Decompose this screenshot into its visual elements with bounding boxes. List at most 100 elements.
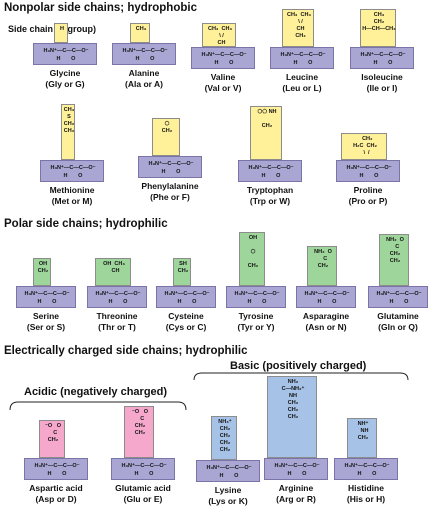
- amino-acid-abbreviation: (Ala or A): [125, 79, 163, 89]
- side-chain-box: CH₃: [130, 23, 150, 43]
- side-chain-box: CH₃ CH₂ H—CH—CH₃: [360, 9, 396, 47]
- amino-acid-abbreviation: (Ser or S): [26, 322, 66, 332]
- side-chain-box: CH₂ H₂C CH₂ \ /: [341, 133, 387, 160]
- amino-acid-name: Aspartic acid: [29, 483, 83, 493]
- side-chain-formula: ⬡⬠ NH CH₂: [257, 109, 277, 129]
- side-chain-formula: OH ⬡ CH₂: [247, 235, 259, 269]
- backbone-box: H₃N⁺—C—C—O⁻ H O: [296, 286, 356, 308]
- amino-acid-abbreviation: (Met or M): [51, 196, 93, 206]
- acidic-group-label: Acidic (negatively charged): [24, 386, 168, 398]
- backbone-formula: H₃N⁺—C—C—O⁻H O: [335, 462, 399, 478]
- backbone-formula: H₃N⁺—C—C—O⁻H O: [34, 47, 98, 63]
- side-chain-formula: CH₃ CH₃ \ / CH CH₂: [286, 12, 312, 39]
- backbone-box: H₃N⁺—C—C—O⁻ H O: [336, 160, 400, 182]
- backbone-substituents: H O: [177, 299, 197, 305]
- backbone-substituents: H O: [214, 60, 234, 66]
- backbone-substituents: H O: [317, 299, 337, 305]
- amino-acid-name: Phenylalanine: [141, 181, 199, 191]
- amino-acid-abbreviation: (Asp or D): [35, 494, 77, 504]
- backbone-substituents: H O: [359, 173, 379, 179]
- amino-acid-abbreviation: (Trp or W): [249, 196, 291, 206]
- backbone-main-chain: H₃N⁺—C—C—O⁻: [274, 463, 320, 469]
- amino-acid-name: Glutamine: [377, 311, 419, 321]
- side-chain-formula: NH₂ O C CH₂: [314, 249, 332, 269]
- backbone-main-chain: H₃N⁺—C—C—O⁻: [234, 291, 280, 297]
- side-chain-box: SH CH₂: [173, 258, 191, 286]
- side-chain-formula: ⬡ CH₂: [161, 121, 173, 134]
- backbone-box: H₃N⁺—C—C—O⁻H O: [24, 458, 88, 480]
- backbone-box: H₃N⁺—C—C—O⁻H O: [334, 458, 398, 480]
- amino-acid-name: Asparagine: [302, 311, 350, 321]
- backbone-main-chain: H₃N⁺—C—C—O⁻: [206, 465, 252, 471]
- section-title-polar: Polar side chains; hydrophilic: [4, 218, 168, 230]
- section-title-charged: Electrically charged side chains; hydrop…: [4, 345, 248, 357]
- backbone-formula: H₃N⁺—C—C—O⁻ H O: [139, 160, 203, 176]
- backbone-formula: H₃N⁺—C—C—O⁻ H O: [265, 462, 329, 478]
- backbone-box: H₃N⁺—C—C—O⁻ H O: [16, 286, 76, 308]
- amino-acid-name: Isoleucine: [361, 72, 403, 82]
- backbone-box: H₃N⁺—C—C—O⁻H O: [33, 43, 97, 65]
- side-chain-formula: SH CH₂: [177, 261, 189, 274]
- backbone-substituents: H O: [287, 471, 307, 477]
- side-chain-formula: ⁻O O C CH₂ CH₂: [131, 409, 149, 436]
- backbone-box: H₃N⁺—C—C—O⁻ H O: [264, 458, 328, 480]
- backbone-substituents: H O: [37, 299, 57, 305]
- backbone-formula: H₃N⁺—C—C—O⁻H O: [157, 290, 217, 306]
- backbone-formula: H₃N⁺—C—C—O⁻H O: [113, 47, 177, 63]
- backbone-main-chain: H₃N⁺—C—C—O⁻: [122, 48, 168, 54]
- backbone-main-chain: H₃N⁺—C—C—O⁻: [304, 291, 350, 297]
- side-chain-formula: CH₂ H₂C CH₂ \ /: [353, 136, 377, 156]
- amino-acid-abbreviation: (Leu or L): [282, 83, 322, 93]
- amino-acid-name: Tyrosine: [238, 311, 274, 321]
- side-chain-box: NH₂ O C CH₂ CH₂: [379, 234, 409, 286]
- backbone-box: H₃N⁺—C—C—O⁻H O: [40, 160, 104, 182]
- amino-acid-abbreviation: (Thr or T): [98, 322, 136, 332]
- backbone-box: H₃N⁺—C—C—O⁻H O: [270, 47, 334, 69]
- amino-acid-abbreviation: (Cys or C): [165, 322, 207, 332]
- backbone-formula: H₃N⁺—C—C—O⁻ H O: [297, 290, 357, 306]
- backbone-substituents: H O: [108, 299, 128, 305]
- backbone-formula: H₃N⁺—C—C—O⁻H O: [41, 164, 105, 180]
- backbone-box: H₃N⁺—C—C—O⁻ H O: [196, 460, 260, 482]
- backbone-formula: H₃N⁺—C—C—O⁻ H O: [351, 51, 415, 67]
- backbone-substituents: H O: [219, 473, 239, 479]
- backbone-main-chain: H₃N⁺—C—C—O⁻: [346, 165, 392, 171]
- backbone-formula: H₃N⁺—C—C—O⁻H O: [25, 462, 89, 478]
- amino-acid-abbreviation: (Ile or I): [366, 83, 398, 93]
- backbone-main-chain: H₃N⁺—C—C—O⁻: [148, 161, 194, 167]
- amino-acid-name: Methionine: [49, 185, 95, 195]
- backbone-substituents: H O: [373, 60, 393, 66]
- backbone-formula: H₃N⁺—C—C—O⁻H O: [369, 290, 429, 306]
- backbone-formula: H₃N⁺—C—C—O⁻ H O: [88, 290, 148, 306]
- side-chain-formula: CH₃ CH₂ H—CH—CH₃: [362, 12, 396, 32]
- amino-acid-name: Lysine: [214, 485, 242, 495]
- backbone-substituents: H O: [47, 471, 67, 477]
- amino-acid-name: Glutamic acid: [115, 483, 171, 493]
- side-chain-formula: OH CH₃ CH: [103, 261, 125, 274]
- backbone-formula: H₃N⁺—C—C—O⁻ H O: [197, 464, 261, 480]
- section-title-nonpolar: Nonpolar side chains; hydrophobic: [4, 2, 197, 14]
- backbone-box: H₃N⁺—C—C—O⁻H O: [156, 286, 216, 308]
- backbone-main-chain: H₃N⁺—C—C—O⁻: [344, 463, 390, 469]
- side-chain-box: CH₃ CH₃ \ / CH CH₂: [282, 9, 314, 47]
- side-chain-box: H: [54, 23, 68, 43]
- backbone-main-chain: H₃N⁺—C—C—O⁻: [95, 291, 141, 297]
- backbone-formula: H₃N⁺—C—C—O⁻H O: [271, 51, 335, 67]
- backbone-box: H₃N⁺—C—C—O⁻ H O: [111, 458, 175, 480]
- amino-acid-name: Glycine: [49, 68, 81, 78]
- side-chain-box: ⁻O O C CH₂ CH₂: [124, 406, 154, 458]
- backbone-substituents: H O: [247, 299, 267, 305]
- backbone-main-chain: H₃N⁺—C—C—O⁻: [360, 52, 406, 58]
- backbone-formula: H₃N⁺—C—C—O⁻ H O: [337, 164, 401, 180]
- backbone-substituents: H O: [161, 169, 181, 175]
- backbone-main-chain: H₃N⁺—C—C—O⁻: [24, 291, 70, 297]
- backbone-main-chain: H₃N⁺—C—C—O⁻: [121, 463, 167, 469]
- amino-acid-name: Tryptophan: [246, 185, 294, 195]
- amino-acid-abbreviation: (Asn or N): [305, 322, 347, 332]
- amino-acid-name: Alanine: [128, 68, 160, 78]
- amino-acid-name: Serine: [33, 311, 59, 321]
- backbone-main-chain: H₃N⁺—C—C—O⁻: [43, 48, 89, 54]
- backbone-substituents: H O: [134, 471, 154, 477]
- amino-acid-name: Proline: [353, 185, 383, 195]
